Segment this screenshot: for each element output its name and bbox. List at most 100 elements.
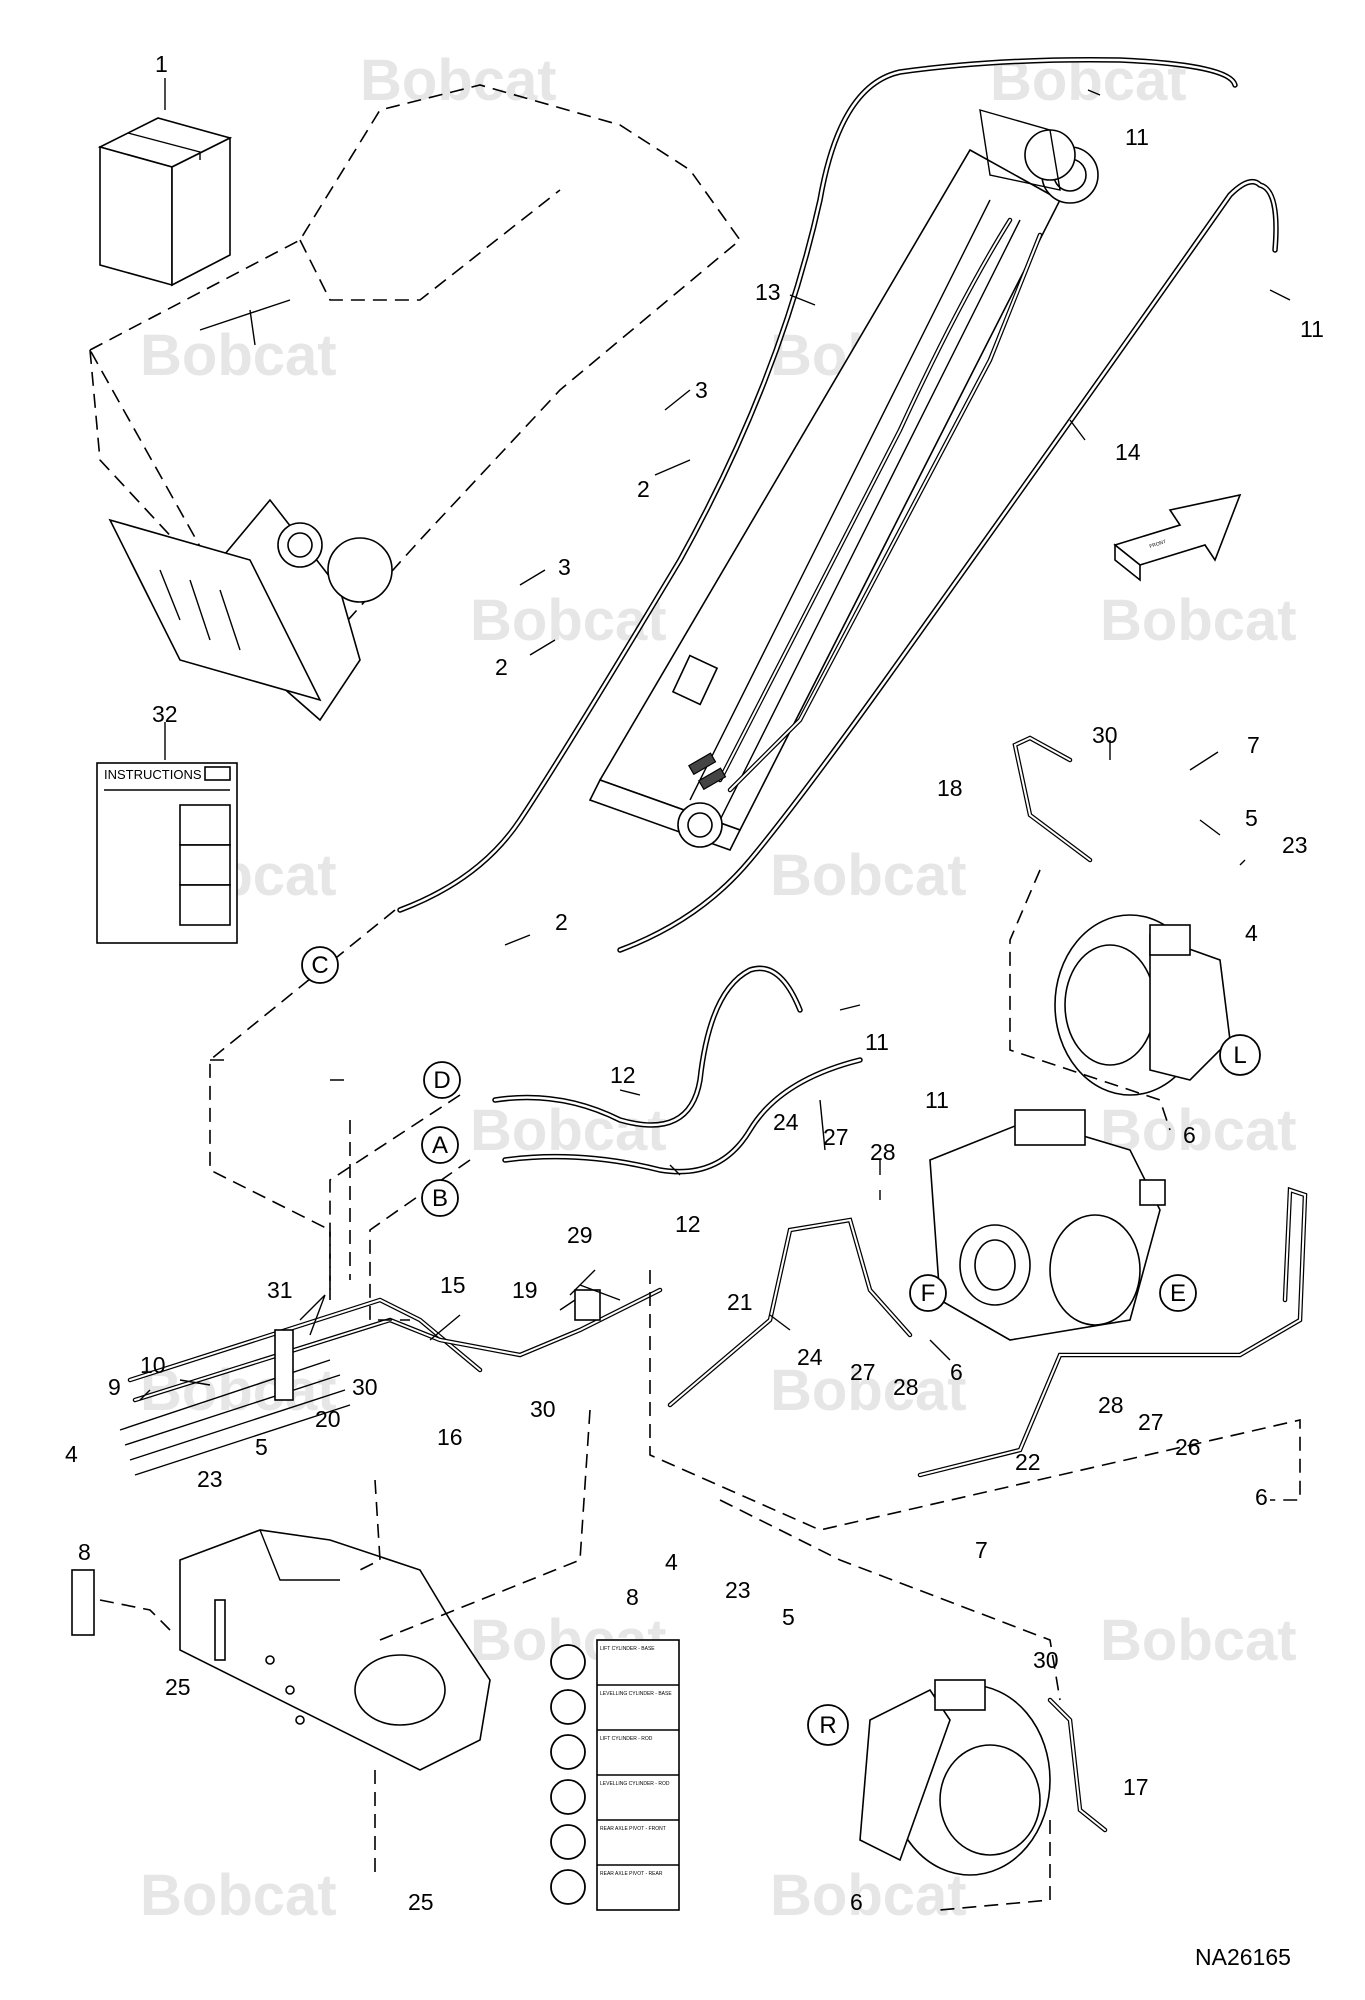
callout-30: 30 [530,1396,556,1422]
callout-6: 6 [850,1889,863,1915]
callout-31: 31 [267,1277,293,1303]
callout-7: 7 [1247,732,1260,758]
callout-25: 25 [408,1889,434,1915]
instructions-title: INSTRUCTIONS [104,767,202,782]
tube-22 [917,1186,1308,1478]
callout-8: 8 [626,1584,639,1610]
callout-30: 30 [1092,722,1118,748]
callout-21: 21 [727,1289,753,1315]
front-label: FRONT [1149,539,1167,550]
decal-caption-c: LIFT CYLINDER - ROD [600,1736,653,1742]
decal-caption-b: LEVELLING CYLINDER - BASE [600,1691,672,1697]
callout-3: 3 [558,554,571,580]
callout-4: 4 [65,1441,78,1467]
watermark: Bobcat [770,1358,967,1423]
callout-4: 4 [1245,920,1258,946]
callout-27: 27 [823,1124,849,1150]
callout-23: 23 [1282,832,1308,858]
callout-28: 28 [870,1139,896,1165]
lift-arm [88,84,742,722]
callout-11: 11 [865,1029,889,1055]
connection-labels: C D A B F E L R [301,946,1261,1746]
callout-32: 32 [152,701,178,727]
decal-caption-a: LIFT CYLINDER - BASE [600,1646,655,1652]
instructions-sheet: INSTRUCTIONS [96,762,238,944]
callout-2: 2 [555,909,568,935]
decal-caption-d: LEVELLING CYLINDER - ROD [600,1781,670,1787]
hose-13 [397,57,1238,913]
callout-7: 7 [975,1537,988,1563]
callout-28: 28 [893,1374,919,1400]
lift-cylinder [588,109,1099,851]
callout-5: 5 [782,1604,795,1630]
connection-r-label: R [819,1712,836,1739]
watermark: Bobcat [770,843,967,908]
callout-20: 20 [315,1406,341,1432]
connection-l-label: L [1233,1042,1246,1069]
tube-21 [667,1217,913,1408]
connection-e: E [1159,1274,1197,1312]
callout-6: 6 [1183,1122,1196,1148]
decal-caption-f: REAR AXLE PIVOT - REAR [600,1871,663,1877]
callout-11: 11 [1125,124,1149,150]
callout-24: 24 [773,1109,799,1135]
watermark: Bobcat [140,323,337,388]
watermark: Bobcat [470,1098,667,1163]
manifold-assembly [119,1059,663,1476]
callout-11: 11 [1300,316,1324,342]
callout-25: 25 [165,1674,191,1700]
decal-row-d: LEVELLING CYLINDER - RODD [550,1779,670,1815]
connection-d: D [423,1061,461,1099]
callout-24: 24 [797,1344,823,1370]
callout-11: 11 [925,1087,949,1113]
callout-30: 30 [1033,1647,1059,1673]
callout-30: 30 [352,1374,378,1400]
callout-22: 22 [1015,1449,1041,1475]
callout-23: 23 [725,1577,751,1603]
callout-5: 5 [1245,805,1258,831]
callout-19: 19 [512,1277,538,1303]
connection-b-label: B [432,1185,448,1212]
callout-6: 6 [950,1359,963,1385]
callout-15: 15 [440,1272,466,1298]
hose-14 [617,178,1279,953]
decal-small [71,1569,95,1636]
watermark: Bobcat [1100,1098,1297,1163]
callout-14: 14 [1115,439,1141,465]
callout-2: 2 [495,654,508,680]
decal-row-b: LEVELLING CYLINDER - BASEB [550,1689,672,1725]
dashed-routing [99,869,1301,1911]
tube-18 [1012,735,1093,863]
connection-f: F [909,1274,947,1312]
decal-caption-e: REAR AXLE PIVOT - FRONT [600,1826,666,1832]
callout-2: 2 [637,476,650,502]
decal-row-c: LIFT CYLINDER - RODC [550,1734,653,1770]
rear-axle-pivot [179,1529,491,1771]
connection-a: A [421,1126,459,1164]
hose-12 [492,965,863,1175]
connection-c-label: C [311,952,328,979]
watermark: Bobcat [470,588,667,653]
motor-left [1054,914,1231,1096]
decal-row-a: LIFT CYLINDER - BASEA [550,1644,655,1680]
callout-27: 27 [1138,1409,1164,1435]
connection-decal: LIFT CYLINDER - BASEA LEVELLING CYLINDER… [550,1639,680,1911]
connection-a-label: A [432,1132,448,1159]
watermark: Bobcat [140,1863,337,1928]
callout-9: 9 [108,1374,121,1400]
callout-4: 4 [665,1549,678,1575]
connection-f-label: F [921,1280,936,1307]
watermark: Bobcat [1100,588,1297,653]
watermark: Bobcat [360,48,557,113]
callout-16: 16 [437,1424,463,1450]
callout-1: 1 [155,51,168,77]
callouts: 1 11 11 13 3 2 14 3 2 32 30 7 18 5 23 4 … [65,51,1324,1915]
decal-row-e: REAR AXLE PIVOT - FRONTE [550,1824,666,1860]
kit-box [97,117,233,287]
callout-18: 18 [937,775,963,801]
callout-8: 8 [78,1539,91,1565]
front-arrow: FRONT [1113,493,1242,582]
drawing-id: NA26165 [1195,1944,1291,1970]
pump-assembly [929,1109,1166,1341]
